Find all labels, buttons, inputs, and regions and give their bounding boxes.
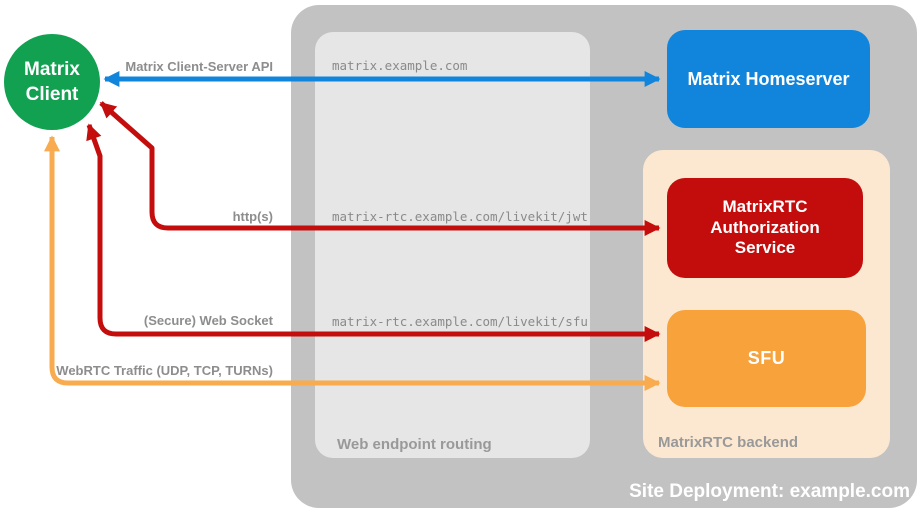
endpoint-matrix-example-com: matrix.example.com	[332, 58, 468, 73]
matrix-homeserver-node: Matrix Homeserver	[667, 30, 870, 128]
webrtc-traffic-label: WebRTC Traffic (UDP, TCP, TURNs)	[56, 363, 273, 378]
matrixrtc-authorization-service-node: MatrixRTC Authorization Service	[667, 178, 863, 278]
web-endpoint-routing-panel	[315, 32, 590, 458]
sfu-node: SFU	[667, 310, 866, 407]
client-server-api-label: Matrix Client-Server API	[125, 59, 273, 74]
matrix-client-node: Matrix Client	[4, 34, 100, 130]
endpoint-livekit-jwt: matrix-rtc.example.com/livekit/jwt	[332, 209, 588, 224]
secure-web-socket-label: (Secure) Web Socket	[143, 313, 273, 328]
https-label: http(s)	[232, 209, 273, 224]
endpoint-livekit-sfu: matrix-rtc.example.com/livekit/sfu	[332, 314, 588, 329]
matrixrtc-backend-label: MatrixRTC backend	[658, 434, 799, 451]
web-endpoint-routing-label: Web endpoint routing	[337, 436, 492, 453]
site-deployment-title: Site Deployment: example.com	[629, 481, 910, 502]
